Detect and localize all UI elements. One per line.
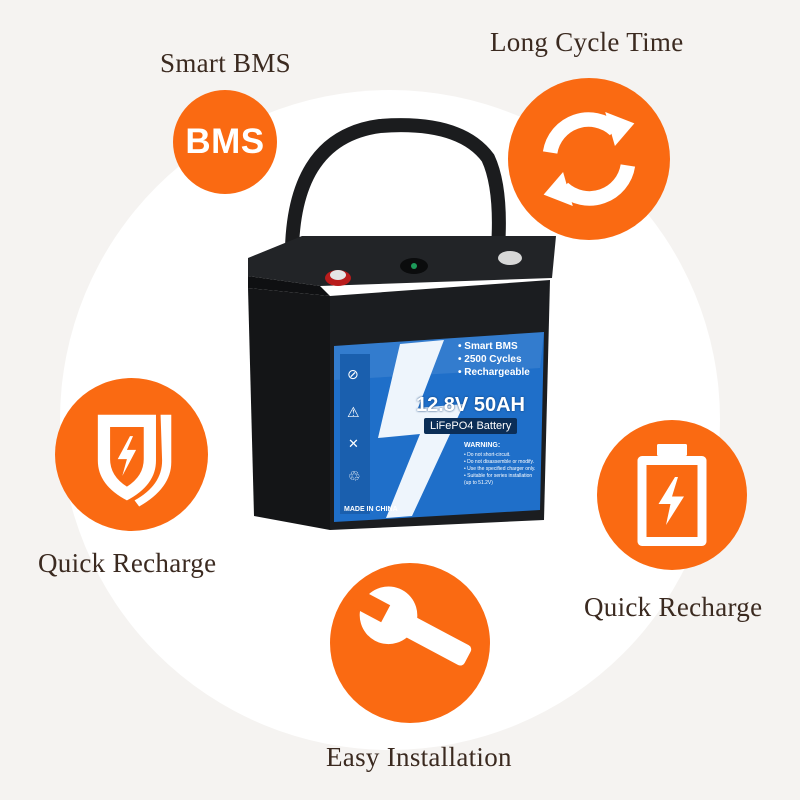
label-warning-line-4: • Suitable for series installation bbox=[464, 473, 533, 479]
label-warning-line-2: • Do not disassemble or modify. bbox=[464, 459, 535, 465]
no-dispose-icon: ✕ bbox=[348, 436, 359, 451]
feature-label-quick-recharge-right: Quick Recharge bbox=[584, 592, 763, 622]
label-chemistry: LiFePO4 Battery bbox=[424, 418, 518, 434]
label-bullet-2: • 2500 Cycles bbox=[458, 354, 522, 365]
feature-label-smart-bms: Smart BMS bbox=[160, 48, 291, 78]
battery-product: • Smart BMS • 2500 Cycles • Rechargeable… bbox=[230, 118, 570, 538]
label-bullet-1: • Smart BMS bbox=[458, 341, 518, 352]
shield-bolt-icon bbox=[55, 378, 208, 531]
label-warning-line-1: • Do not short-circuit. bbox=[464, 452, 511, 458]
recycle-icon: ♲ bbox=[348, 468, 361, 484]
refresh-icon bbox=[508, 78, 670, 240]
label-bullet-3: • Rechargeable bbox=[458, 367, 530, 378]
no-fire-icon: ⊘ bbox=[347, 366, 359, 382]
warning-triangle-icon: ⚠ bbox=[347, 404, 360, 420]
feature-label-long-cycle: Long Cycle Time bbox=[490, 27, 684, 57]
label-voltage-capacity: 12.8V 50AH bbox=[416, 394, 525, 416]
feature-label-easy-installation: Easy Installation bbox=[326, 742, 512, 772]
feature-label-quick-recharge-left: Quick Recharge bbox=[38, 548, 217, 578]
label-warning-line-5: (up to 51.2V) bbox=[464, 480, 493, 486]
battery-bolt-icon bbox=[597, 420, 747, 570]
label-warning-title: WARNING: bbox=[464, 442, 501, 449]
label-warning-line-3: • Use the specified charger only. bbox=[464, 466, 536, 472]
label-origin: MADE IN CHINA bbox=[344, 506, 398, 513]
bms-icon: BMS bbox=[173, 90, 277, 194]
bms-icon-text: BMS bbox=[185, 122, 265, 161]
wrench-icon bbox=[330, 563, 490, 723]
